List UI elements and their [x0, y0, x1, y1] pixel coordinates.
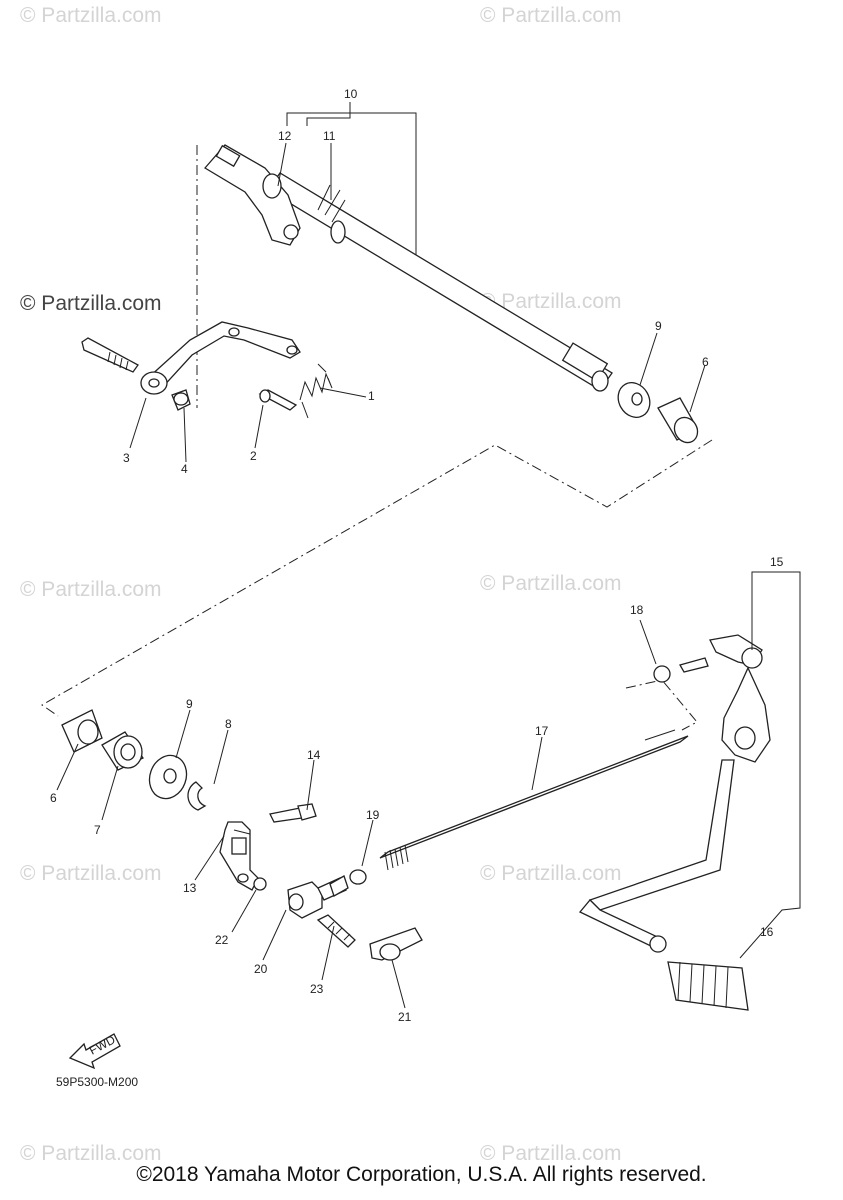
- callout-13: 13: [183, 881, 197, 895]
- forward-direction-arrow: FWD: [68, 1032, 121, 1070]
- shift-lever-assembly: [219, 803, 317, 891]
- callout-8: 8: [225, 717, 232, 731]
- watermark: © Partzilla.com: [20, 1142, 162, 1165]
- callout-17: 17: [535, 724, 549, 738]
- callout-9-lower: 9: [186, 697, 193, 711]
- dash-dot-connectors: [41, 145, 713, 731]
- callout-19: 19: [366, 808, 380, 822]
- callout-11: 11: [323, 129, 336, 143]
- callout-numbers: 10 12 11 1 2 3 4 9 6 15 18 17 9 8 14 19 …: [50, 87, 784, 1024]
- lower-collar-bearing-washers: [61, 709, 207, 811]
- leader-lines: [56, 102, 801, 1009]
- watermarks: © Partzilla.com © Partzilla.com © Partzi…: [20, 4, 622, 1165]
- callout-9-upper: 9: [655, 319, 662, 333]
- callout-1: 1: [368, 389, 375, 403]
- watermark: © Partzilla.com: [20, 862, 162, 885]
- callout-2: 2: [250, 449, 257, 463]
- callout-14: 14: [307, 748, 321, 762]
- callout-4: 4: [181, 462, 188, 476]
- callout-6-lower: 6: [50, 791, 57, 805]
- watermark: © Partzilla.com: [20, 292, 162, 315]
- callout-15: 15: [770, 555, 784, 569]
- callout-16: 16: [760, 925, 774, 939]
- copyright-notice: ©2018 Yamaha Motor Corporation, U.S.A. A…: [136, 1163, 707, 1186]
- watermark: © Partzilla.com: [480, 572, 622, 595]
- callout-20: 20: [254, 962, 268, 976]
- watermark: © Partzilla.com: [480, 4, 622, 27]
- watermark: © Partzilla.com: [20, 4, 162, 27]
- callout-12: 12: [278, 129, 292, 143]
- watermark: © Partzilla.com: [20, 578, 162, 601]
- callout-22: 22: [215, 933, 229, 947]
- watermark: © Partzilla.com: [480, 290, 622, 313]
- callout-3: 3: [123, 451, 130, 465]
- shift-pedal-assembly: [578, 634, 771, 1011]
- upper-washer-collar: [617, 382, 699, 444]
- watermark: © Partzilla.com: [480, 1142, 622, 1165]
- shift-shaft-assembly: [204, 144, 613, 392]
- callout-21: 21: [398, 1010, 412, 1024]
- callout-6-upper: 6: [702, 355, 709, 369]
- diagram-code: 59P5300-M200: [56, 1075, 138, 1089]
- callout-23: 23: [310, 982, 324, 996]
- shift-arm-assembly: [81, 321, 333, 419]
- callout-10: 10: [344, 87, 358, 101]
- watermark: © Partzilla.com: [480, 862, 622, 885]
- callout-7: 7: [94, 823, 101, 837]
- shift-rod-assembly: [253, 729, 689, 961]
- callout-18: 18: [630, 603, 644, 617]
